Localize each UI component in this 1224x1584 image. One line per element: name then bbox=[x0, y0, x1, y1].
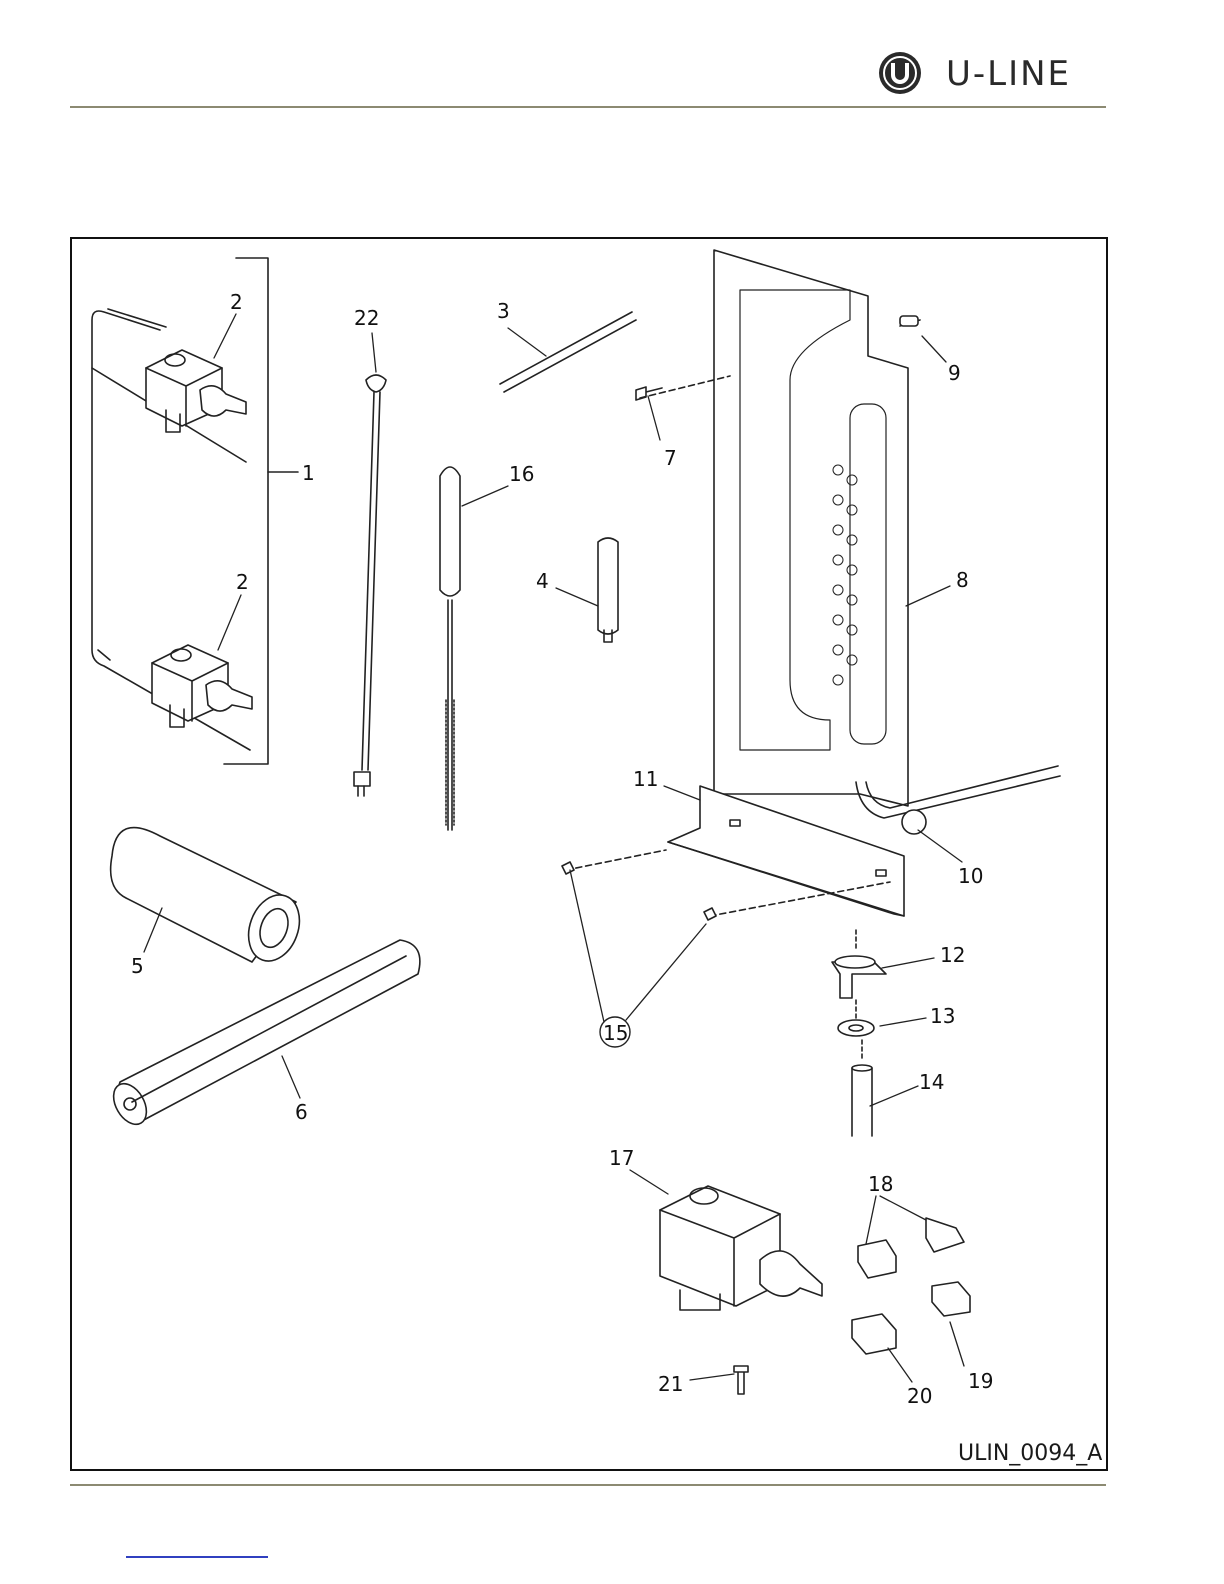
callout-13: 13 bbox=[930, 1004, 955, 1028]
screw-21 bbox=[734, 1366, 748, 1394]
connector-18b bbox=[926, 1218, 964, 1252]
solenoid-valve-upper bbox=[146, 350, 246, 432]
evaporator-plate bbox=[714, 250, 1060, 834]
solenoid-valve-lower bbox=[152, 645, 252, 727]
drain-fitting bbox=[832, 956, 886, 998]
callout-9: 9 bbox=[948, 361, 961, 385]
connector-19 bbox=[932, 1282, 970, 1316]
callout-19: 19 bbox=[968, 1369, 993, 1393]
callout-14: 14 bbox=[919, 1070, 944, 1094]
callout-8: 8 bbox=[956, 568, 969, 592]
insulation-tube bbox=[111, 828, 309, 969]
callout-22: 22 bbox=[354, 306, 379, 330]
connector-20 bbox=[852, 1314, 896, 1354]
wire-harness bbox=[354, 375, 386, 796]
callout-2-lower: 2 bbox=[236, 570, 249, 594]
callout-11: 11 bbox=[633, 767, 658, 791]
callout-1: 1 bbox=[302, 461, 315, 485]
callout-15: 15 bbox=[603, 1021, 628, 1045]
callout-6: 6 bbox=[295, 1100, 308, 1124]
callout-18: 18 bbox=[868, 1172, 893, 1196]
filter-drier bbox=[598, 538, 618, 642]
callout-7: 7 bbox=[664, 446, 677, 470]
rod bbox=[500, 312, 636, 392]
callout-3: 3 bbox=[497, 299, 510, 323]
callout-10: 10 bbox=[958, 864, 983, 888]
split-insulation bbox=[107, 940, 420, 1130]
callout-20: 20 bbox=[907, 1384, 932, 1408]
mounting-bracket bbox=[668, 786, 904, 916]
callout-21: 21 bbox=[658, 1372, 683, 1396]
callout-16: 16 bbox=[509, 462, 534, 486]
footer-rule bbox=[70, 1484, 1106, 1486]
connector-18a bbox=[858, 1240, 896, 1278]
callout-17: 17 bbox=[609, 1146, 634, 1170]
callout-12: 12 bbox=[940, 943, 965, 967]
drawing-id: ULIN_0094_A bbox=[958, 1441, 1102, 1466]
callout-4: 4 bbox=[536, 569, 549, 593]
footer-link-underline[interactable] bbox=[126, 1556, 268, 1558]
callout-5: 5 bbox=[131, 954, 144, 978]
sensor-probe bbox=[440, 467, 460, 830]
solenoid-coil bbox=[660, 1186, 822, 1310]
callout-2-upper: 2 bbox=[230, 290, 243, 314]
